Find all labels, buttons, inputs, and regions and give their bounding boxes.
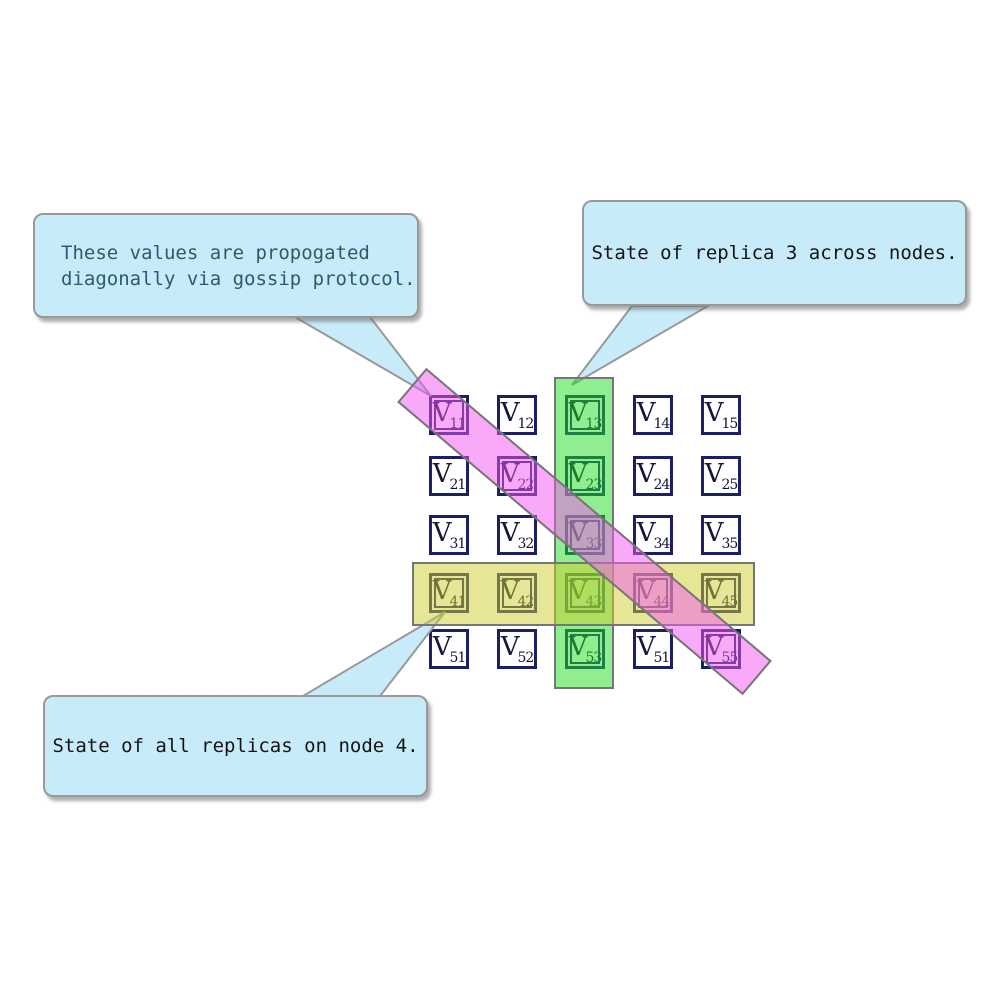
callout-node-line-1: State of all replicas on node 4. — [52, 735, 419, 757]
cell-label: V15 — [704, 397, 739, 432]
cell-label: V34 — [636, 517, 671, 552]
matrix-cell-V51: V51 — [633, 629, 673, 669]
matrix-cell-V25: V25 — [701, 456, 741, 496]
cell-label: V52 — [500, 631, 535, 666]
matrix-cell-V52: V52 — [497, 629, 537, 669]
callout-tail-replica — [571, 305, 712, 386]
cell-label: V31 — [432, 517, 467, 552]
cell-label: V51 — [636, 631, 671, 666]
cell-label: V12 — [500, 397, 535, 432]
cell-label: V35 — [704, 517, 739, 552]
matrix-cell-V34: V34 — [633, 515, 673, 555]
callout-tail-gossip — [291, 316, 432, 397]
matrix-cell-V35: V35 — [701, 515, 741, 555]
matrix-cell-V24: V24 — [633, 456, 673, 496]
callout-gossip: These values are propogated diagonally v… — [33, 213, 419, 318]
matrix-cell-V14: V14 — [633, 395, 673, 435]
matrix-cell-V32: V32 — [497, 515, 537, 555]
matrix-cell-V21: V21 — [429, 456, 469, 496]
matrix-cell-V12: V12 — [497, 395, 537, 435]
callout-gossip-line-2: diagonally via gossip protocol. — [61, 267, 416, 290]
cell-label: V25 — [704, 458, 739, 493]
cell-label: V24 — [636, 458, 671, 493]
callout-replica-line-1: State of replica 3 across nodes. — [591, 242, 958, 264]
cell-label: V51 — [432, 631, 467, 666]
callout-node: State of all replicas on node 4. — [43, 695, 428, 797]
cell-label: V21 — [432, 458, 467, 493]
matrix-cell-V51: V51 — [429, 629, 469, 669]
matrix-cell-V15: V15 — [701, 395, 741, 435]
cell-label: V14 — [636, 397, 671, 432]
callout-gossip-line-1: These values are propogated — [61, 241, 370, 264]
matrix-cell-V31: V31 — [429, 515, 469, 555]
callout-replica: State of replica 3 across nodes. — [582, 200, 967, 306]
cell-label: V32 — [500, 517, 535, 552]
